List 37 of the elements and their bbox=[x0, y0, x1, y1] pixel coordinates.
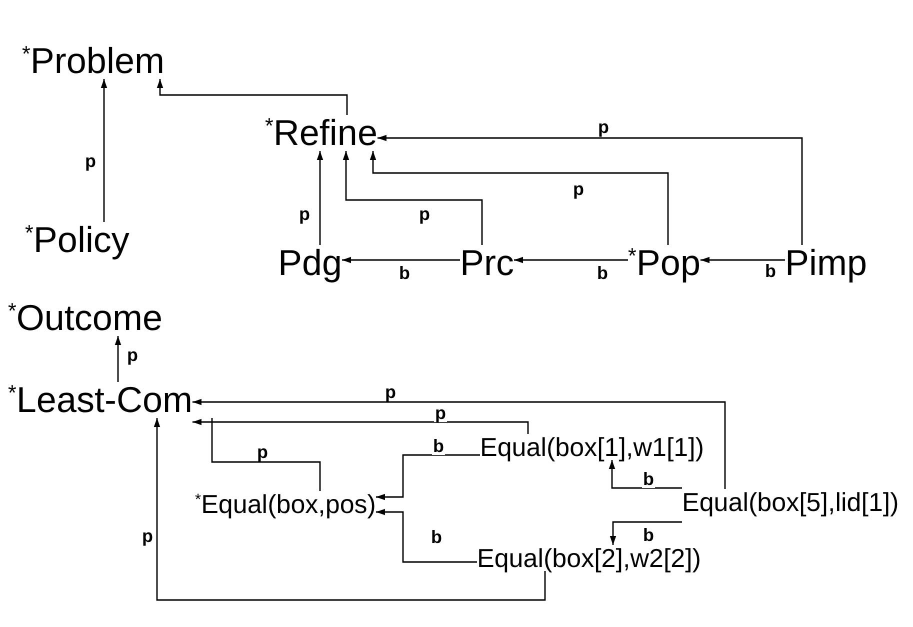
arrow bbox=[154, 418, 546, 601]
arrow bbox=[100, 79, 108, 222]
arrow bbox=[114, 336, 122, 382]
node-label: $^{*}$Problem bbox=[22, 43, 164, 79]
node-label: Equal(box[5],lid[1]) bbox=[682, 489, 899, 515]
node-label: Pdg bbox=[278, 245, 342, 281]
arrow bbox=[514, 256, 628, 264]
node-label: Prc bbox=[460, 245, 514, 281]
arrow bbox=[610, 521, 682, 545]
edge-label: b bbox=[596, 264, 609, 282]
edge-label: b bbox=[764, 262, 777, 280]
arrow bbox=[700, 256, 785, 264]
node-label: $^{*}$Pop bbox=[628, 245, 700, 281]
arrow bbox=[316, 151, 324, 245]
arrow bbox=[608, 460, 682, 489]
arrow bbox=[342, 151, 483, 245]
arrow bbox=[342, 256, 460, 264]
node-label: Equal(box[2],w2[2]) bbox=[477, 545, 702, 571]
arrow bbox=[376, 454, 480, 500]
node-label: $^{*}$Least-Com bbox=[8, 382, 192, 418]
arrow bbox=[377, 134, 803, 245]
node-label: $^{*}$Refine bbox=[265, 115, 378, 151]
arrow bbox=[192, 398, 726, 489]
arrow bbox=[376, 508, 477, 563]
node-label: Equal(box[1],w1[1]) bbox=[480, 434, 704, 460]
edge-label: b bbox=[432, 437, 445, 455]
node-label: $^{*}$Equal(box,pos) bbox=[195, 491, 376, 517]
edge-label: b bbox=[642, 470, 655, 488]
edge-label: b bbox=[642, 526, 655, 544]
node-label: $^{*}$Policy bbox=[25, 222, 130, 258]
edge-label: b bbox=[398, 264, 411, 282]
edge-label: b bbox=[430, 528, 443, 546]
arrow bbox=[156, 79, 348, 115]
node-label: Pimp bbox=[785, 245, 868, 281]
node-label: $^{*}$Outcome bbox=[8, 300, 162, 336]
arrow bbox=[192, 418, 529, 434]
arrow bbox=[370, 151, 669, 245]
